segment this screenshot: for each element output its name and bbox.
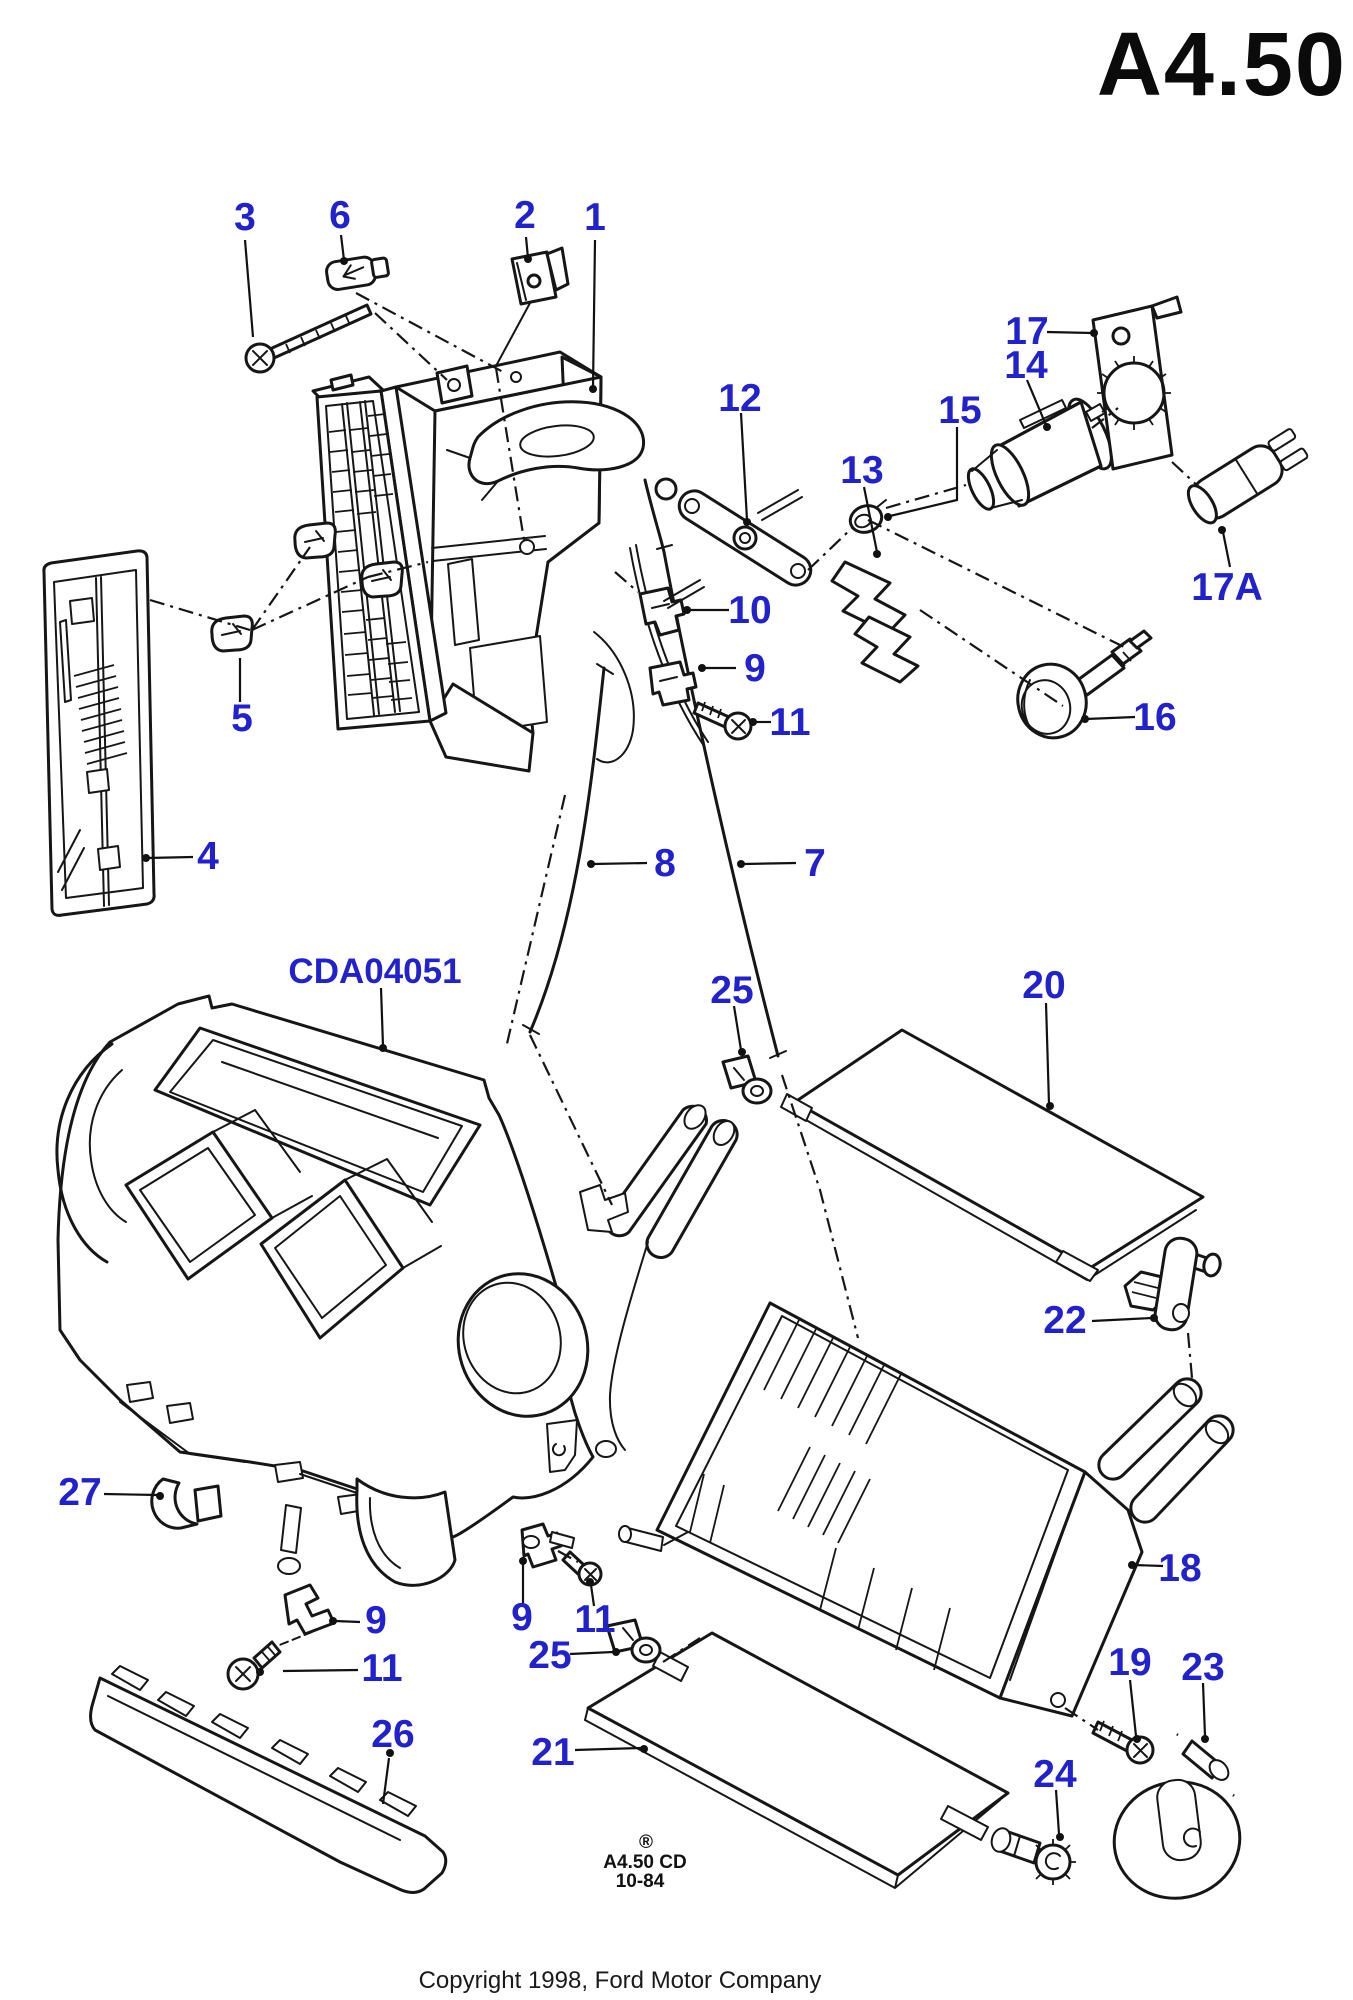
registered-trademark-icon: ®: [639, 1832, 653, 1853]
part-clip-9-right: [520, 1522, 563, 1569]
part-strap-clip-27: [150, 1477, 223, 1530]
part-knob-16: [1016, 629, 1153, 740]
part-screw-3: [244, 303, 373, 374]
part-label-9-left: 9: [365, 1599, 387, 1642]
part-label-23: 23: [1181, 1646, 1224, 1689]
part-label-25-lower: 25: [528, 1634, 571, 1677]
part-label-25-upper: 25: [710, 969, 753, 1012]
part-label-7: 7: [804, 842, 826, 885]
part-screw-11-upper: [692, 701, 753, 741]
part-grille-panel-4: [42, 549, 156, 917]
part-label-24: 24: [1033, 1753, 1077, 1796]
part-sensor-24: [990, 1827, 1076, 1885]
copyright-line: Copyright 1998, Ford Motor Company: [419, 1967, 822, 1994]
part-label-5: 5: [231, 697, 253, 740]
part-label-6: 6: [329, 194, 351, 237]
assembly-guide-lines: [149, 292, 1201, 1731]
part-label-8: 8: [654, 842, 676, 885]
page-title-code: A4.50: [1097, 15, 1347, 115]
part-clip-9-left: [283, 1583, 336, 1636]
part-panel-20: [780, 1028, 1205, 1282]
part-label-2: 2: [514, 194, 536, 237]
part-label-20: 20: [1022, 964, 1065, 1007]
catalog-stamp: ® A4.50 CD 10-84: [603, 1832, 686, 1892]
part-label-21: 21: [531, 1731, 574, 1774]
part-evaporator-housing-1: [311, 350, 646, 773]
part-label-14: 14: [1004, 344, 1048, 387]
assembly-code-label: CDA04051: [288, 952, 461, 991]
part-label-15: 15: [938, 389, 981, 432]
part-label-16: 16: [1133, 696, 1176, 739]
part-label-11-right: 11: [574, 1598, 615, 1641]
stamp-date-code: 10-84: [616, 1871, 665, 1892]
part-label-13: 13: [840, 449, 883, 492]
part-clip-10: [638, 586, 686, 637]
part-bracket-13: [830, 560, 920, 684]
part-vacuum-motor-14: [966, 397, 1113, 511]
part-clip-25-lower: [605, 1618, 662, 1664]
part-label-26: 26: [371, 1713, 414, 1756]
part-label-11-upper: 11: [769, 701, 810, 744]
part-label-17a: 17A: [1191, 566, 1263, 609]
part-label-11-left: 11: [361, 1647, 402, 1690]
part-labels: 3 6 2 1 12 13 15 14 17 17A 10 9 11 16 5 …: [58, 194, 1262, 1796]
leader-lines: [103, 234, 1232, 1841]
part-label-27: 27: [58, 1471, 101, 1514]
part-label-17: 17: [1005, 310, 1048, 353]
part-lever-22: [1123, 1236, 1222, 1332]
part-trim-strip-26: [89, 1665, 448, 1894]
part-label-22: 22: [1043, 1299, 1086, 1342]
part-sensor-17a: [1186, 428, 1309, 525]
part-screw-19: [1091, 1720, 1155, 1765]
part-clip-9-upper: [648, 660, 698, 707]
part-heater-core-18: [595, 1241, 1235, 1718]
part-label-4: 4: [197, 835, 219, 878]
stamp-catalog-code: A4.50 CD: [603, 1852, 686, 1873]
part-label-9-upper: 9: [744, 647, 766, 690]
part-label-19: 19: [1108, 1641, 1151, 1684]
part-crank-23: [1112, 1731, 1242, 1900]
part-plate-17: [1091, 295, 1183, 471]
part-label-12: 12: [718, 377, 761, 420]
part-label-9-right: 9: [511, 1596, 533, 1639]
part-label-10: 10: [728, 589, 771, 632]
part-vacuum-hose-8: [522, 663, 614, 1035]
part-clips-5: [210, 521, 404, 653]
part-panel-21: [584, 1631, 1010, 1889]
part-bulb-6: [325, 255, 390, 291]
part-cable: [629, 544, 709, 747]
part-label-1: 1: [584, 196, 606, 239]
part-clip-25-upper: [721, 1054, 773, 1105]
part-screw-11-left: [226, 1631, 313, 1691]
part-clip-2: [495, 246, 570, 367]
part-label-3: 3: [234, 196, 256, 239]
part-screw-11-right: [549, 1531, 603, 1587]
part-ring-15: [848, 499, 887, 534]
part-label-18: 18: [1158, 1547, 1201, 1590]
part-control-rod-12: [654, 477, 813, 609]
part-heater-box-cda04051: [55, 994, 739, 1587]
